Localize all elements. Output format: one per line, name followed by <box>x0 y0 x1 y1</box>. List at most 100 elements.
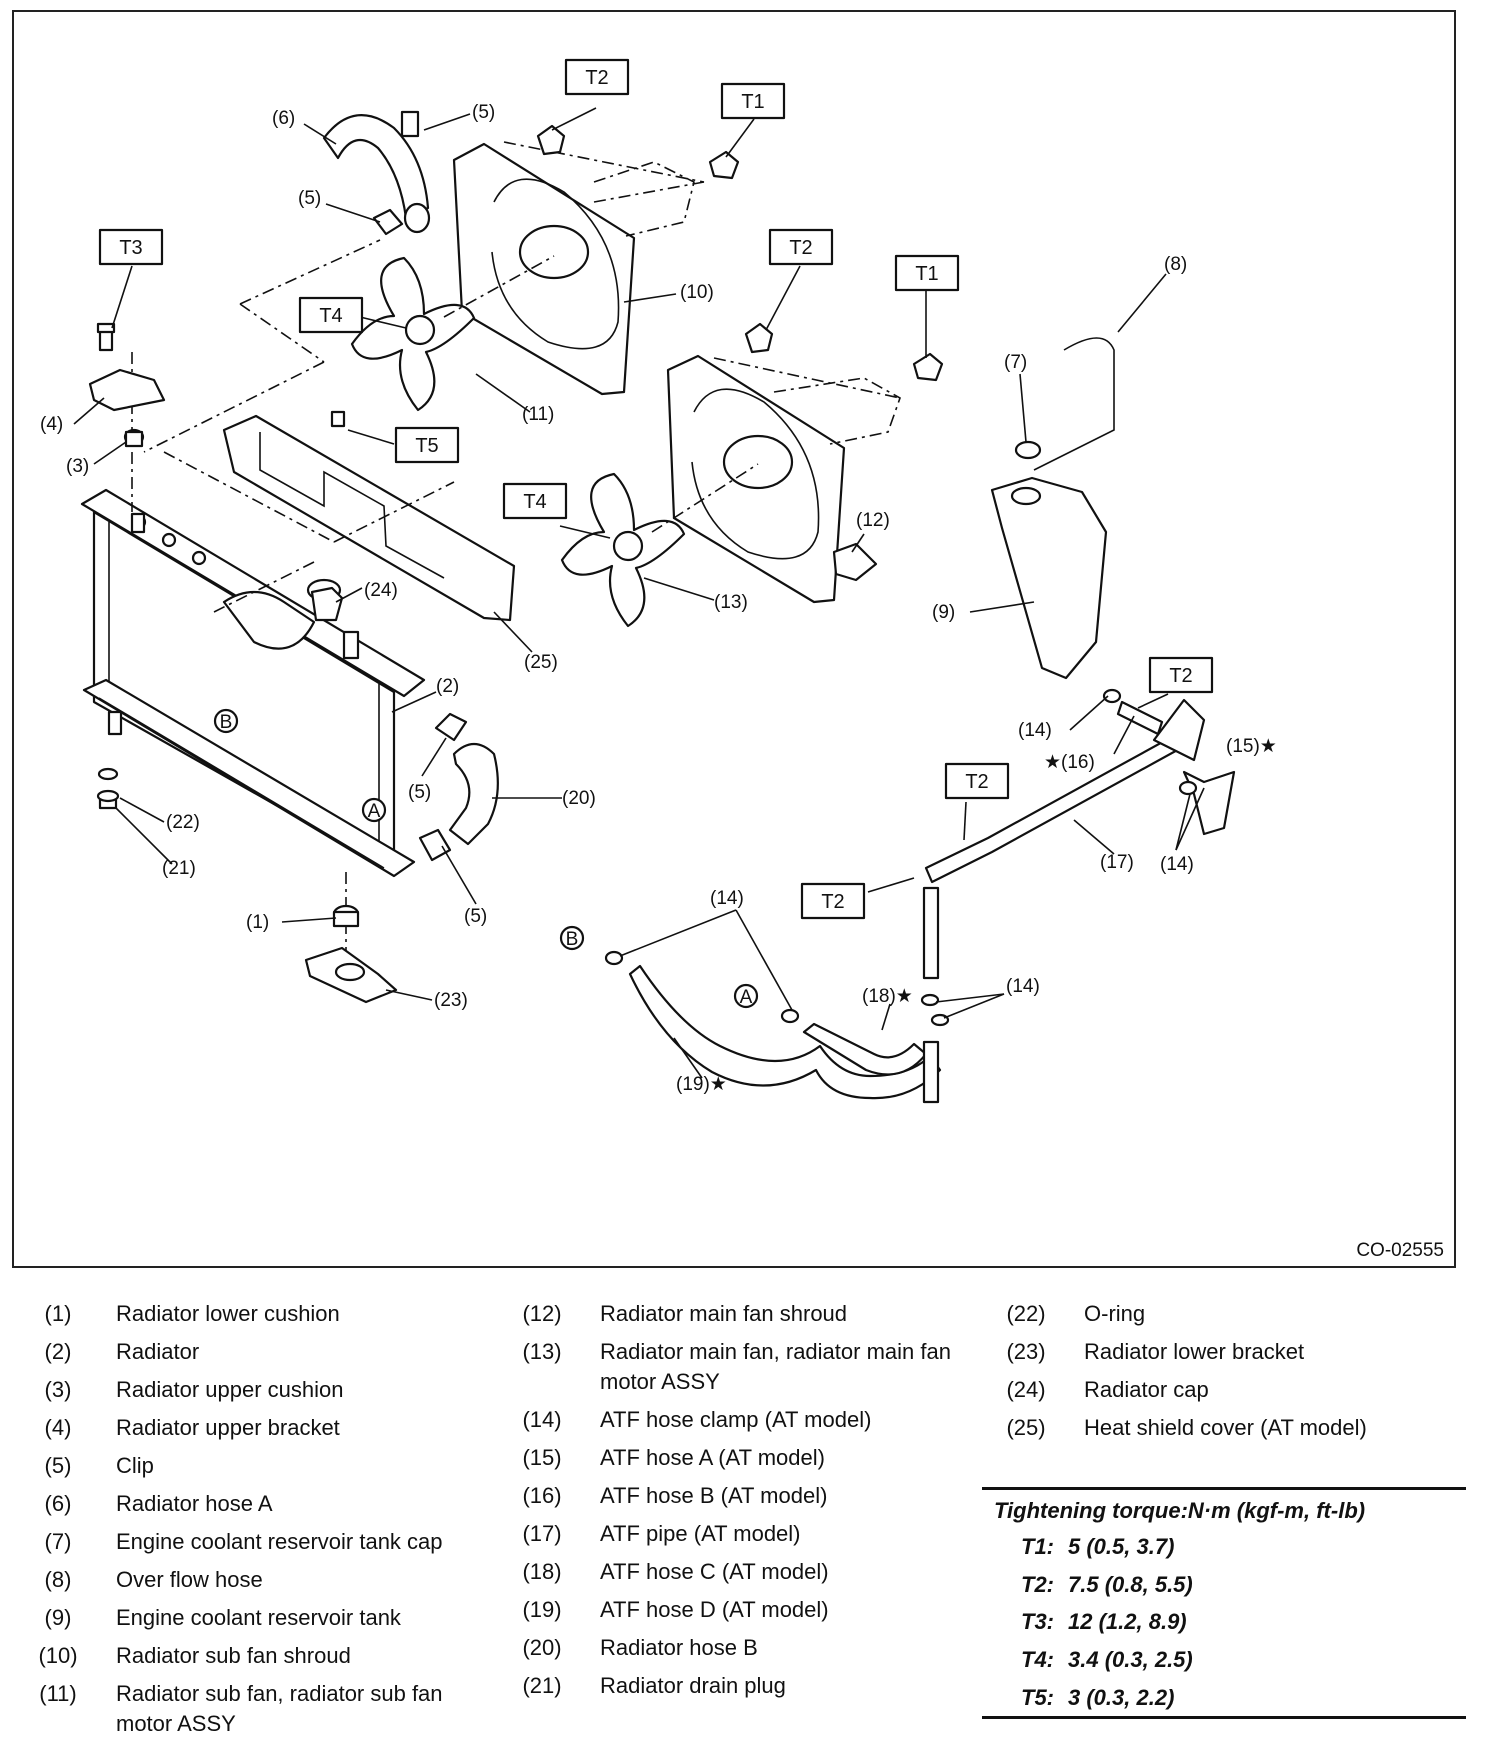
callout-1: (1) <box>246 912 269 933</box>
legend-item: (21)Radiator drain plug <box>522 1673 786 1698</box>
svg-text:T2: T2 <box>789 237 812 259</box>
svg-text:T2: T2 <box>965 771 988 793</box>
torque-tag-t5: T5 <box>394 426 460 464</box>
callout-24: (24) <box>364 580 398 601</box>
legend-item: (12)Radiator main fan shroud <box>522 1301 848 1326</box>
torque-tag-t4-main: T4 <box>502 482 568 520</box>
callout-25: (25) <box>524 652 558 673</box>
main-fan-shroud <box>666 354 901 604</box>
svg-text:A: A <box>368 801 381 822</box>
radiator-hose-b <box>418 712 499 862</box>
torque-row: T5:3 (0.3, 2.2) <box>1021 1684 1175 1710</box>
callout-9: (9) <box>932 602 955 623</box>
torque-tag-t2-mid: T2 <box>768 228 834 266</box>
callout-15: (15)★ <box>1226 736 1277 757</box>
marker-b-radiator: B <box>213 708 239 734</box>
legend-column-2: (12)Radiator main fan shroud (13)Radiato… <box>508 1295 978 1705</box>
legend-item: (13)Radiator main fan, radiator main fan… <box>522 1339 951 1394</box>
callout-23: (23) <box>434 990 468 1011</box>
legend-item: (18)ATF hose C (AT model) <box>522 1559 829 1584</box>
svg-text:T1: T1 <box>741 91 764 113</box>
marker-a-hose: A <box>733 983 759 1009</box>
exploded-view-diagram: T2 T1 T3 T4 T2 T1 T5 T4 T2 T2 T2 <box>40 58 1277 1104</box>
legend-item: (9)Engine coolant reservoir tank <box>44 1605 401 1630</box>
heat-shield-cover <box>222 410 516 622</box>
legend-item: (25)Heat shield cover (AT model) <box>1006 1415 1367 1440</box>
svg-text:B: B <box>220 712 233 733</box>
bolts <box>536 124 944 382</box>
callout-13: (13) <box>714 592 748 613</box>
callout-14-top: (14) <box>1018 720 1052 741</box>
torque-title: Tightening torque:N·m (kgf-m, ft-lb) <box>994 1498 1366 1523</box>
torque-row: T1:5 (0.5, 3.7) <box>1021 1533 1175 1559</box>
torque-tag-t2-bottom: T2 <box>800 882 866 920</box>
torque-tag-t2-top: T2 <box>564 58 630 96</box>
callout-10: (10) <box>680 282 714 303</box>
callout-6: (6) <box>272 108 295 129</box>
svg-text:T2: T2 <box>821 891 844 913</box>
callout-20: (20) <box>562 788 596 809</box>
svg-text:T1: T1 <box>915 263 938 285</box>
callout-14-right: (14) <box>1160 854 1194 875</box>
svg-text:B: B <box>566 929 579 950</box>
legend-item: (19)ATF hose D (AT model) <box>522 1597 829 1622</box>
legend-item: (7)Engine coolant reservoir tank cap <box>44 1529 443 1554</box>
legend-item: (8)Over flow hose <box>44 1567 263 1592</box>
lower-mount <box>96 767 398 1004</box>
callout-21: (21) <box>162 858 196 879</box>
figure-code: CO-02555 <box>1356 1240 1444 1261</box>
atf-hoses-cd <box>604 688 1198 1104</box>
callout-4: (4) <box>40 414 63 435</box>
callout-3: (3) <box>66 456 89 477</box>
callout-5-b2: (5) <box>464 906 487 927</box>
callout-7: (7) <box>1004 352 1027 373</box>
tightening-torque-table: Tightening torque:N·m (kgf-m, ft-lb) T1:… <box>982 1487 1466 1720</box>
svg-text:T2: T2 <box>1169 665 1192 687</box>
svg-text:T5: T5 <box>415 435 438 457</box>
legend-item: (15)ATF hose A (AT model) <box>522 1445 825 1470</box>
callout-18: (18)★ <box>862 986 913 1007</box>
callout-5-top: (5) <box>472 102 495 123</box>
torque-row: T2:7.5 (0.8, 5.5) <box>1021 1571 1193 1597</box>
callout-12: (12) <box>856 510 890 531</box>
legend-item: (4)Radiator upper bracket <box>44 1415 340 1440</box>
torque-row: T3:12 (1.2, 8.9) <box>1021 1609 1187 1635</box>
radiator-hose-a <box>322 110 431 236</box>
legend-column-1: (1)Radiator lower cushion (2)Radiator (3… <box>24 1295 494 1743</box>
callout-8: (8) <box>1164 254 1187 275</box>
sub-fan-shroud <box>452 141 705 396</box>
main-fan <box>560 463 759 628</box>
svg-text:T4: T4 <box>523 491 546 513</box>
reservoir-tank <box>990 337 1115 680</box>
legend-item: (11)Radiator sub fan, radiator sub fan m… <box>39 1681 443 1736</box>
callout-14-left: (14) <box>710 888 744 909</box>
callout-5-hose: (5) <box>298 188 321 209</box>
callout-2: (2) <box>436 676 459 697</box>
marker-a-radiator: A <box>361 797 387 823</box>
legend-item: (2)Radiator <box>44 1339 200 1364</box>
atf-pipe <box>922 698 1236 980</box>
callout-11: (11) <box>522 404 554 425</box>
legend-item: (24)Radiator cap <box>1006 1377 1209 1402</box>
torque-tag-t2-right: T2 <box>1148 656 1214 694</box>
legend-item: (10)Radiator sub fan shroud <box>38 1643 351 1668</box>
legend-item: (20)Radiator hose B <box>522 1635 758 1660</box>
legend-column-3: (22)O-ring (23)Radiator lower bracket (2… <box>992 1295 1462 1447</box>
torque-tag-t3: T3 <box>98 228 164 266</box>
svg-text:T2: T2 <box>585 67 608 89</box>
legend-item: (22)O-ring <box>1006 1301 1146 1326</box>
torque-row: T4:3.4 (0.3, 2.5) <box>1021 1646 1193 1672</box>
torque-tag-t4-sub: T4 <box>298 296 364 334</box>
torque-tag-t2-pipe: T2 <box>944 762 1010 800</box>
legend-item: (5)Clip <box>44 1453 154 1478</box>
diagram-frame: T2 T1 T3 T4 T2 T1 T5 T4 T2 T2 T2 <box>12 10 1456 1268</box>
callout-22: (22) <box>166 812 200 833</box>
upper-mount <box>88 322 166 512</box>
legend-item: (17)ATF pipe (AT model) <box>522 1521 801 1546</box>
callout-19: (19)★ <box>676 1074 727 1095</box>
radiator-cap <box>310 586 344 622</box>
callout-16: ★(16) <box>1044 752 1095 773</box>
callout-14-pipe: (14) <box>1006 976 1040 997</box>
svg-text:A: A <box>740 987 753 1008</box>
callout-17: (17) <box>1100 852 1134 873</box>
